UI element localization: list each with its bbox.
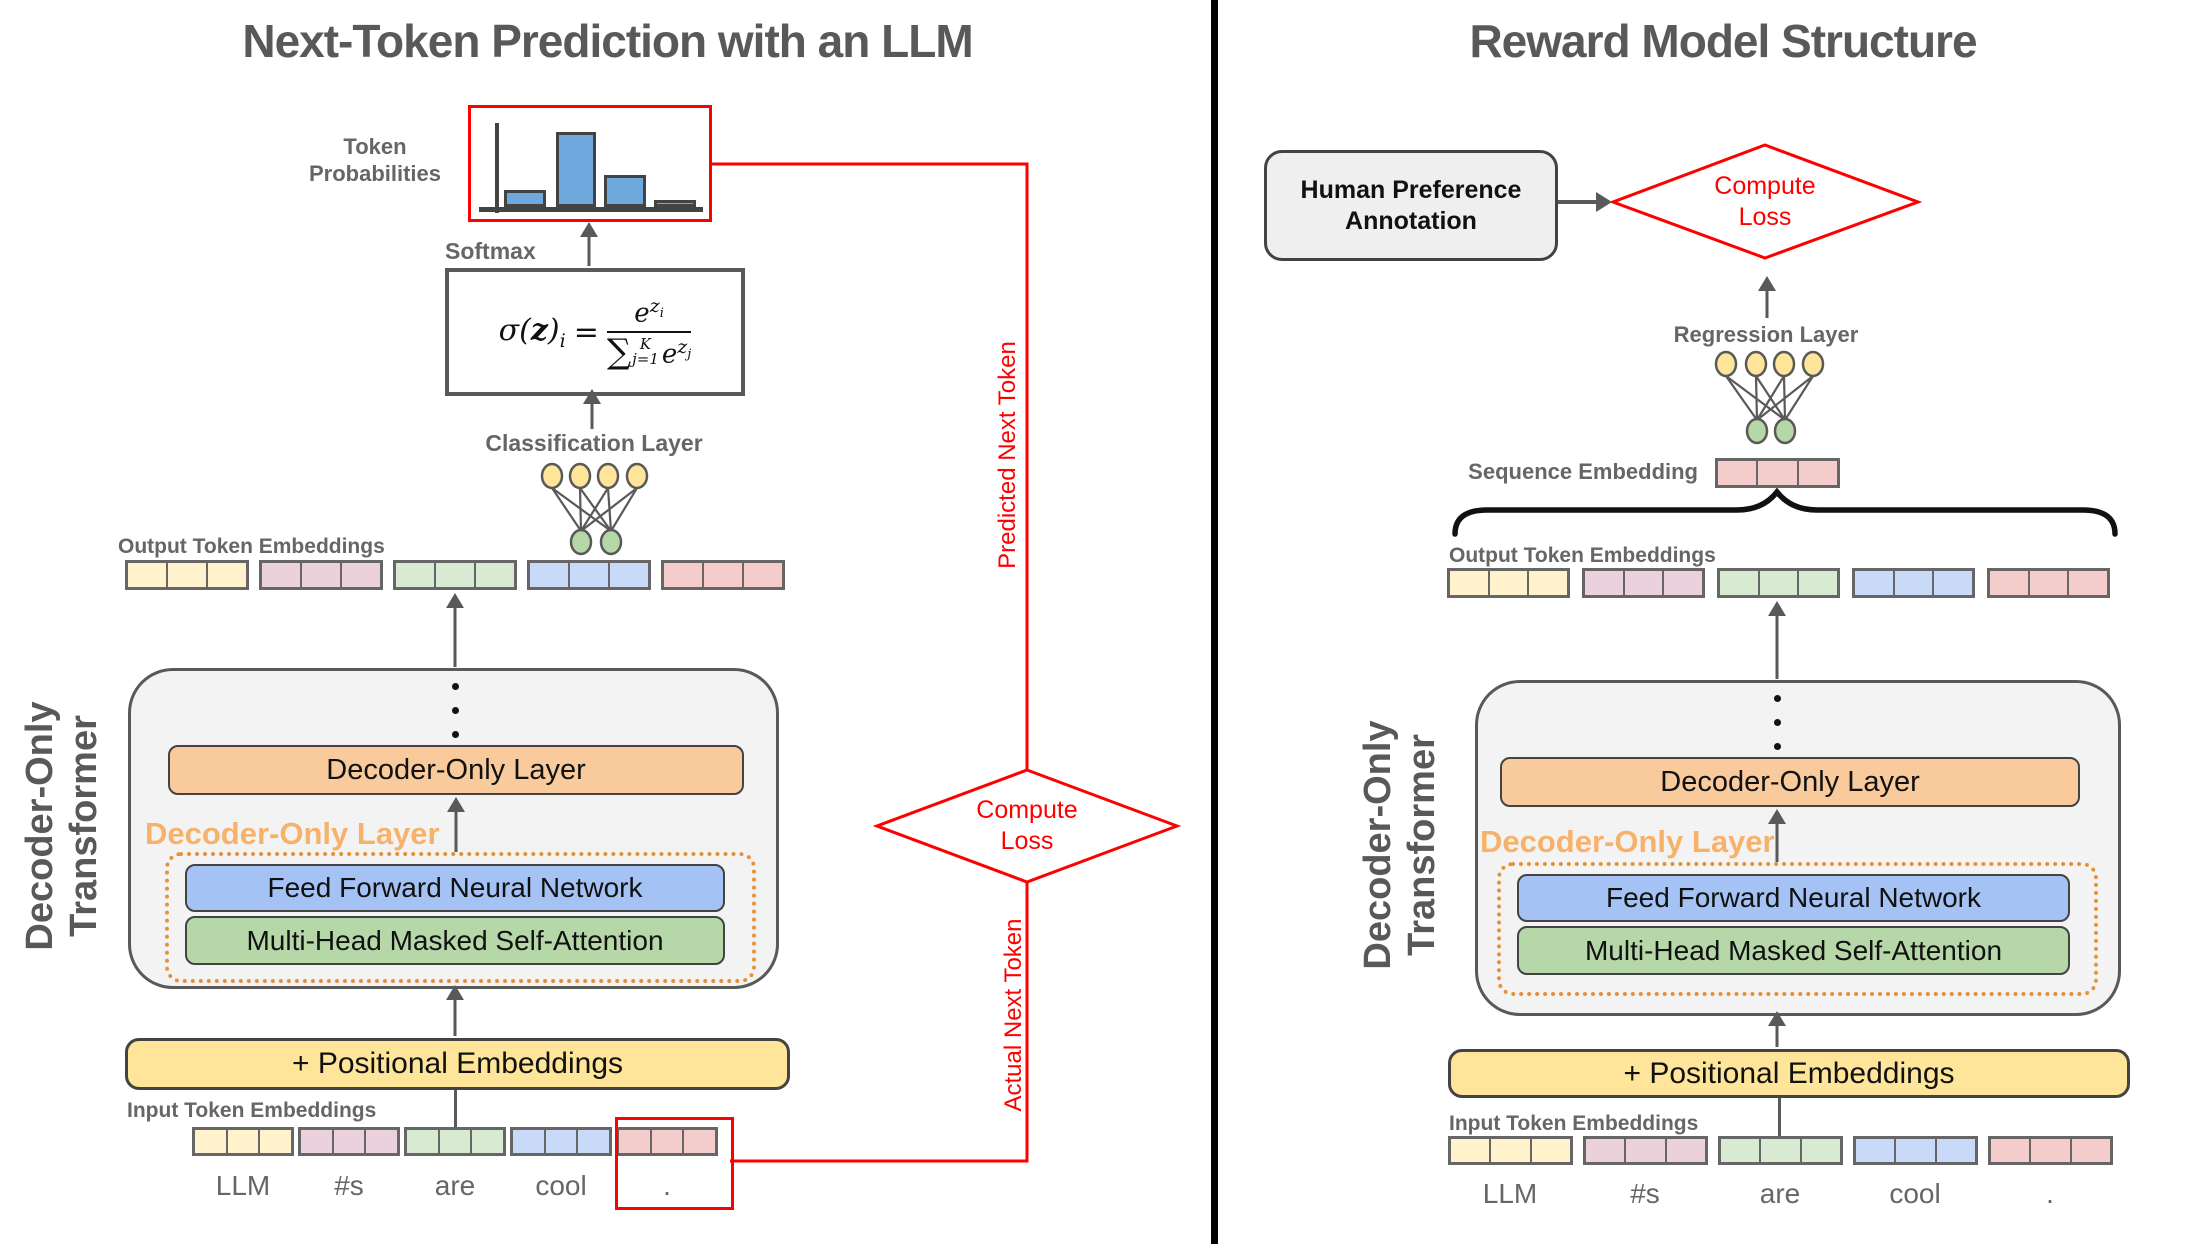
input-embeddings-label-left: Input Token Embeddings <box>127 1099 377 1122</box>
input-word: cool <box>1889 1178 1941 1209</box>
arrow-sublayers-to-decoder <box>1766 809 1788 862</box>
output-embeddings-label-right: Output Token Embeddings <box>1449 544 1716 567</box>
regression-network <box>1714 350 1825 445</box>
input-connector-line-left <box>454 1090 457 1128</box>
arrow-classification-to-softmax <box>581 389 603 429</box>
stacked-layers-dots <box>1774 695 1781 750</box>
arrow-transformer-to-output <box>1766 601 1788 679</box>
output-token-group <box>125 560 249 590</box>
input-token-group <box>510 1127 612 1156</box>
arrow-positional-to-transformer <box>444 985 466 1036</box>
output-token-group <box>1447 568 1570 598</box>
input-token-group <box>404 1127 506 1156</box>
self-attention-box: Multi-Head Masked Self-Attention <box>185 916 725 965</box>
output-embeddings-label-left: Output Token Embeddings <box>118 535 385 558</box>
compute-loss-label-left: Compute Loss <box>976 796 1078 855</box>
decoder-only-layer-caption: Decoder-Only Layer <box>145 816 440 851</box>
input-word: LLM <box>1482 1178 1538 1209</box>
input-token-group <box>1988 1136 2113 1165</box>
output-token-group <box>527 560 651 590</box>
decoder-only-layer-caption: Decoder-Only Layer <box>1480 824 1775 859</box>
panel-divider <box>1211 0 1218 1244</box>
output-token-group <box>661 560 785 590</box>
human-preference-arrow-head <box>1596 192 1612 212</box>
token-probabilities-chart <box>468 105 712 222</box>
input-word: . <box>2046 1178 2054 1209</box>
compute-loss-label-right: Compute Loss <box>1714 172 1816 231</box>
input-word: are <box>434 1170 476 1201</box>
input-token-group <box>1853 1136 1978 1165</box>
input-word: cool <box>535 1170 587 1201</box>
arrow-positional-to-transformer <box>1766 1011 1788 1047</box>
input-token-group <box>192 1127 294 1156</box>
positional-embeddings-box-right: + Positional Embeddings <box>1448 1049 2130 1098</box>
input-token-group <box>298 1127 400 1156</box>
actual-next-token-label: Actual Next Token <box>1000 918 1027 1112</box>
feed-forward-box: Feed Forward Neural Network <box>185 864 725 912</box>
output-token-group <box>1582 568 1705 598</box>
left-panel-title: Next-Token Prediction with an LLM <box>242 15 973 67</box>
output-token-group <box>259 560 383 590</box>
output-token-group <box>1852 568 1975 598</box>
input-word: #s <box>334 1170 364 1201</box>
input-connector-line-right <box>1778 1098 1781 1136</box>
input-word: LLM <box>215 1170 271 1201</box>
predicted-next-token-label: Predicted Next Token <box>994 341 1021 569</box>
prob-bar <box>604 175 646 207</box>
arrow-regression-to-loss <box>1756 276 1778 318</box>
prob-bar <box>504 190 546 207</box>
sequence-brace <box>1452 487 2118 537</box>
prob-bar <box>556 132 596 207</box>
sequence-embedding-label: Sequence Embedding <box>1468 459 1698 484</box>
human-preference-box: Human Preference Annotation <box>1264 150 1558 261</box>
feed-forward-box: Feed Forward Neural Network <box>1517 874 2070 922</box>
decoder-only-layer-box: Decoder-Only Layer <box>1500 757 2080 807</box>
input-word: #s <box>1630 1178 1660 1209</box>
decoder-layer-dotted-outline <box>165 852 756 983</box>
softmax-label: Softmax <box>445 238 536 264</box>
input-embeddings-label-right: Input Token Embeddings <box>1449 1112 1699 1135</box>
right-panel-title: Reward Model Structure <box>1469 15 1977 67</box>
input-token-group <box>1448 1136 1573 1165</box>
self-attention-box: Multi-Head Masked Self-Attention <box>1517 926 2070 975</box>
output-token-group <box>1987 568 2110 598</box>
arrow-sublayers-to-decoder <box>445 797 467 852</box>
chart-x-axis <box>479 207 703 212</box>
decoder-transformer-rotated-label-left: Decoder-Only Transformer <box>19 701 105 951</box>
decoder-layer-dotted-outline <box>1497 862 2098 996</box>
input-token-group <box>616 1127 718 1156</box>
decoder-transformer-rotated-label-right: Decoder-Only Transformer <box>1357 720 1443 970</box>
stacked-layers-dots <box>452 683 459 738</box>
arrow-transformer-to-output <box>444 593 466 667</box>
token-probabilities-label: Token Probabilities <box>308 134 442 186</box>
sequence-embedding-group <box>1715 458 1840 488</box>
input-token-group <box>1583 1136 1708 1165</box>
positional-embeddings-box-left: + Positional Embeddings <box>125 1038 790 1090</box>
arrow-softmax-to-chart <box>578 222 600 266</box>
output-token-group <box>393 560 517 590</box>
chart-y-axis <box>495 123 499 213</box>
prob-bar <box>654 200 696 207</box>
classification-network <box>540 462 649 556</box>
input-word: are <box>1759 1178 1801 1209</box>
input-token-group <box>1718 1136 1843 1165</box>
output-token-group <box>1717 568 1840 598</box>
actual-token-highlight-box <box>615 1117 734 1210</box>
input-word: . <box>663 1170 671 1201</box>
classification-layer-label: Classification Layer <box>485 430 703 456</box>
decoder-only-layer-box: Decoder-Only Layer <box>168 745 744 795</box>
regression-layer-label: Regression Layer <box>1673 322 1859 347</box>
